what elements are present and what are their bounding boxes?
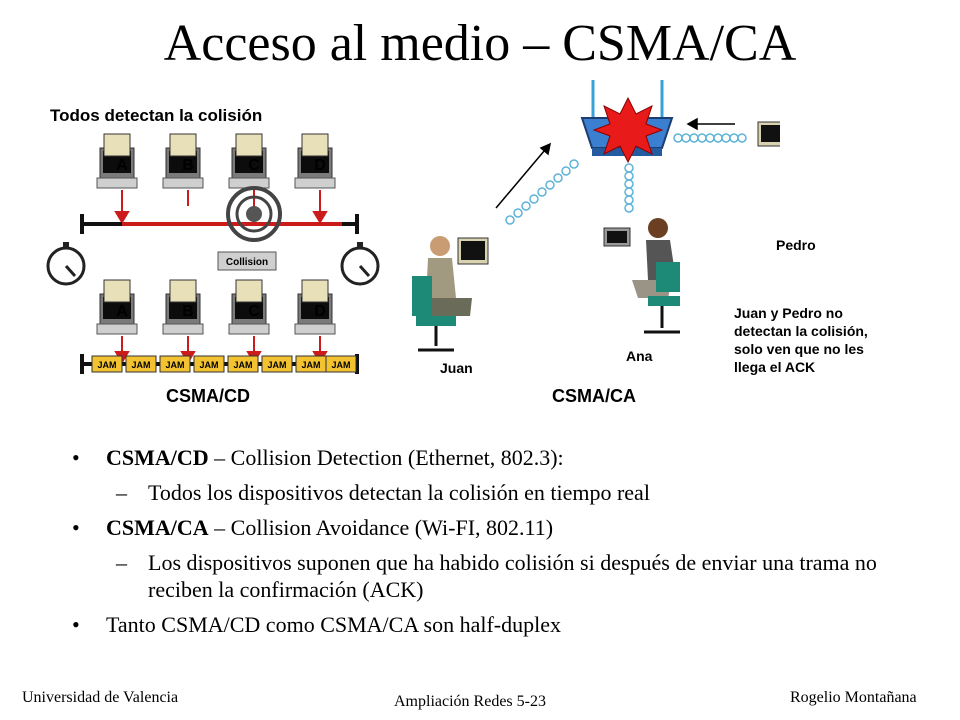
jam-label-1: JAM xyxy=(97,360,116,370)
collision-star-icon xyxy=(592,96,664,164)
jam-label-5: JAM xyxy=(233,360,252,370)
arrow-juan-to-ap xyxy=(495,142,552,209)
arrow-pedro-to-ap xyxy=(686,117,735,131)
footer-right: Rogelio Montañana xyxy=(790,689,917,706)
stopwatch-icon-right xyxy=(340,242,380,286)
stopwatch-icon-left xyxy=(46,242,86,286)
person-juan-icon xyxy=(412,236,489,352)
station-label-a-top: A xyxy=(116,157,128,174)
bullet-text: – Collision Detection (Ethernet, 802.3): xyxy=(208,445,564,470)
station-label-a-bottom: A xyxy=(116,303,128,320)
jam-label-7: JAM xyxy=(301,360,320,370)
dash-marker: – xyxy=(116,550,127,575)
person-ana-icon xyxy=(603,218,680,334)
collision-note-line: solo ven que no les xyxy=(734,341,864,357)
bullet-csma-cd: CSMA/CD – Collision Detection (Ethernet,… xyxy=(72,444,932,471)
computer-icon-a-top xyxy=(96,133,138,189)
footer-left: Universidad de Valencia xyxy=(22,689,179,706)
bullet-text: Los dispositivos suponen que ha habido c… xyxy=(148,550,877,602)
pedro-label: Pedro xyxy=(776,237,816,253)
computer-icon-d-top xyxy=(294,133,336,189)
jam-label-4: JAM xyxy=(199,360,218,370)
juan-label: Juan xyxy=(440,360,473,376)
computer-icon-b-bottom xyxy=(162,279,204,335)
top-stations xyxy=(96,133,336,189)
bullet-bold-term: CSMA/CD xyxy=(106,445,209,470)
station-label-b-top: B xyxy=(182,157,194,174)
wave-to-ana xyxy=(624,163,634,213)
ana-label: Ana xyxy=(626,348,653,364)
bullet-text: Tanto CSMA/CD como CSMA/CA son half-dupl… xyxy=(106,612,561,637)
collision-note-line: Juan y Pedro no xyxy=(734,305,843,321)
bullet-bold-term: CSMA/CA xyxy=(106,515,209,540)
slide-title: Acceso al medio – CSMA/CA xyxy=(163,15,797,72)
jam-label-6: JAM xyxy=(267,360,286,370)
dash-marker: – xyxy=(116,480,127,505)
bullet-list: CSMA/CD – Collision Detection (Ethernet,… xyxy=(72,444,932,646)
collision-note: Juan y Pedro no detectan la colisión, so… xyxy=(734,304,868,376)
station-label-b-bottom: B xyxy=(182,303,194,320)
collision-arrows-top xyxy=(114,190,328,224)
collision-note-line: llega el ACK xyxy=(734,359,816,375)
right-figure-caption: CSMA/CA xyxy=(552,386,636,406)
person-pedro-icon xyxy=(757,121,780,147)
csma-cd-diagram: A B C D Collision xyxy=(46,133,380,374)
left-figure-heading: Todos detectan la colisión xyxy=(50,106,263,125)
computer-icon-c-top xyxy=(228,133,270,189)
csma-ca-diagram xyxy=(412,80,780,352)
collision-note-line: detectan la colisión, xyxy=(734,323,868,339)
wave-to-pedro xyxy=(673,133,747,143)
bullet-text: – Collision Avoidance (Wi-FI, 802.11) xyxy=(208,515,554,540)
sub-bullet-csma-cd: –Todos los dispositivos detectan la coli… xyxy=(72,479,932,506)
jam-label-2: JAM xyxy=(131,360,150,370)
computer-icon-a-bottom xyxy=(96,279,138,335)
jam-signals xyxy=(91,355,357,373)
computer-icon-c-bottom xyxy=(228,279,270,335)
collision-label: Collision xyxy=(226,257,268,268)
footer-center: Ampliación Redes 5-23 xyxy=(394,693,546,710)
wave-to-juan xyxy=(505,159,579,225)
left-figure-caption: CSMA/CD xyxy=(166,386,250,406)
jam-label-8: JAM xyxy=(331,360,350,370)
station-label-d-top: D xyxy=(314,157,326,174)
computer-icon-d-bottom xyxy=(294,279,336,335)
bullet-text: Todos los dispositivos detectan la colis… xyxy=(148,480,650,505)
station-label-c-top: C xyxy=(248,157,260,174)
station-label-c-bottom: C xyxy=(248,303,260,320)
station-label-d-bottom: D xyxy=(314,303,326,320)
sub-bullet-csma-ca: –Los dispositivos suponen que ha habido … xyxy=(72,549,932,603)
jam-label-3: JAM xyxy=(165,360,184,370)
computer-icon-b-top xyxy=(162,133,204,189)
bullet-half-duplex: Tanto CSMA/CD como CSMA/CA son half-dupl… xyxy=(72,611,932,638)
bullet-csma-ca: CSMA/CA – Collision Avoidance (Wi-FI, 80… xyxy=(72,514,932,541)
collision-burst-icon xyxy=(226,186,282,242)
